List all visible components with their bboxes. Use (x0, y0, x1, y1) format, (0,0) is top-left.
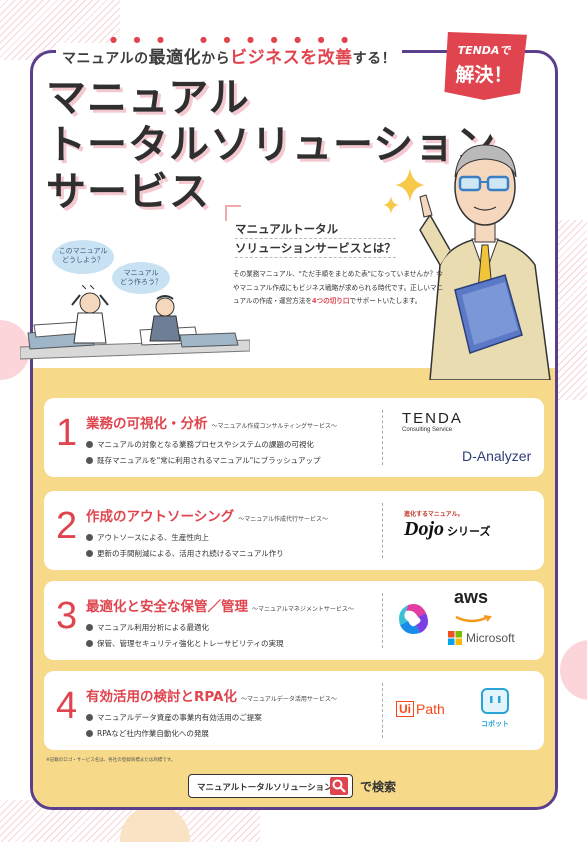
emphasis-dots: ● ● ● (110, 35, 172, 44)
worried-workers-illustration (20, 285, 250, 360)
description-body: その業務マニュアル、"ただ手順をまとめた表"になっていませんか？今やマニュアル作… (233, 270, 444, 305)
card-bullet: マニュアルデータ資産の事業内有効活用のご提案 (86, 712, 262, 723)
thought-bubble-2: マニュアル どう作ろう？ (112, 262, 170, 294)
card-title: 業務の可視化・分析〜マニュアル作成コンサルティングサービス〜 (86, 416, 337, 432)
robot-logo: コボット (480, 687, 510, 729)
card-number: 1 (56, 412, 78, 454)
search-suffix: で検索 (360, 780, 397, 794)
microsoft-365-icon (399, 604, 428, 634)
card-bullet: 既存マニュアルを"常に利用されるマニュアル"にブラッシュアップ (86, 455, 321, 466)
card-bullet: アウトソースによる、生産性向上 (86, 532, 209, 543)
title-line-1: マニュアル (46, 75, 250, 121)
uipath-logo: Ui Path (396, 701, 445, 717)
microsoft-squares-icon (448, 631, 462, 645)
thought-bubble-1: このマニュアル どうしよう？ (52, 240, 114, 274)
card-bullet: マニュアル利用分析による最適化 (86, 622, 209, 633)
card-bullet: 保管、管理セキュリティ強化とトレーサビリティの実現 (86, 638, 283, 649)
title-line-2: トータルソリューション (46, 122, 497, 168)
description-corner-decor (225, 205, 241, 221)
tenda-logo: TENDA Consulting Service (402, 410, 463, 433)
solution-badge: TENDAで 解決！ (444, 32, 527, 100)
footnote: ※記載のロゴ・サービス名は、各社の登録商標または商標です。 (46, 758, 176, 763)
aws-logo: aws (454, 587, 492, 627)
sparkle-small-icon (383, 196, 399, 214)
card-title: 有効活用の検討とRPA化〜マニュアルデータ活用サービス〜 (86, 689, 337, 705)
service-card-3: 3 最適化と安全な保管／管理〜マニュアルマネジメントサービス〜 マニュアル利用分… (44, 581, 544, 660)
title-line-3: サービス (46, 169, 210, 215)
service-card-1: 1 業務の可視化・分析〜マニュアル作成コンサルティングサービス〜 マニュアルの対… (44, 398, 544, 477)
businessman-illustration (419, 144, 551, 380)
description-box: マニュアルトータル ソリューションサービスとは？ その業務マニュアル、"ただ手順… (225, 205, 447, 355)
card-divider (382, 683, 383, 738)
sparkle-icon (395, 168, 425, 202)
card-bullet: RPAなど社内作業自動化への発展 (86, 728, 209, 739)
aws-smile-icon (455, 615, 492, 623)
microsoft-logo: Microsoft (448, 631, 515, 645)
card-divider (382, 593, 383, 648)
card-bullet: 更新の手間削減による、活用され続けるマニュアル作り (86, 548, 284, 559)
description-heading: マニュアルトータル ソリューションサービスとは？ (235, 220, 396, 258)
service-card-4: 4 有効活用の検討とRPA化〜マニュアルデータ活用サービス〜 マニュアルデータ資… (44, 671, 544, 750)
search-box[interactable]: マニュアルトータルソリューション (188, 774, 353, 798)
emphasis-dots-2: ● ● ● ● ● ● ● (200, 35, 356, 44)
card-title: 作成のアウトソーシング〜マニュアル作成代行サービス〜 (86, 509, 329, 525)
card-number: 3 (56, 595, 78, 637)
card-number: 2 (56, 505, 78, 547)
page-title: マニュアル トータルソリューション サービス (46, 75, 496, 216)
service-card-2: 2 作成のアウトソーシング〜マニュアル作成代行サービス〜 アウトソースによる、生… (44, 491, 544, 570)
tagline: マニュアルの最適化からビジネスを改善する！ (56, 43, 403, 68)
robot-face-icon (481, 688, 509, 714)
card-divider (382, 410, 383, 465)
card-title: 最適化と安全な保管／管理〜マニュアルマネジメントサービス〜 (86, 599, 354, 615)
search-icon (330, 777, 348, 795)
card-bullet: マニュアルの対象となる業務プロセスやシステムの課題の可視化 (86, 439, 314, 450)
card-divider (382, 503, 383, 558)
search-text: マニュアルトータルソリューション (197, 783, 333, 793)
d-analyzer-logo: D-Analyzer (462, 448, 532, 464)
card-number: 4 (56, 685, 78, 727)
circle-decor-right (560, 640, 587, 700)
